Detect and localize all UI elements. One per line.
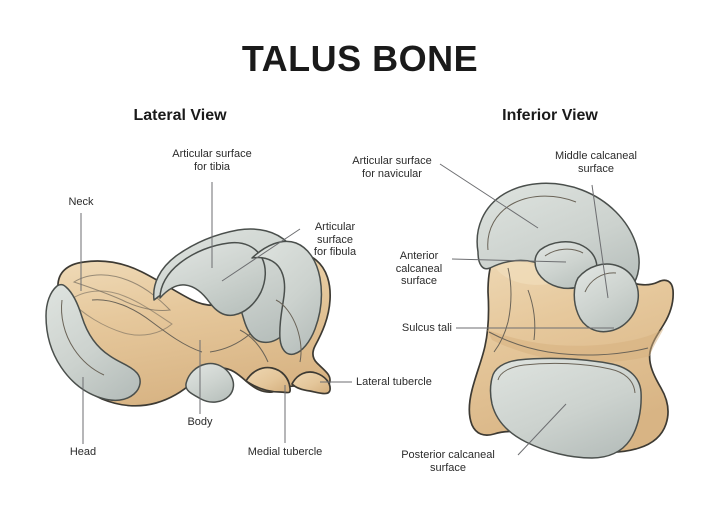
lateral-body-contour-2 — [209, 333, 251, 353]
callout-medial-tubercle: Medial tubercle — [247, 446, 323, 458]
leader-posterior-calcaneal-surface — [517, 403, 567, 456]
lateral-body-contour — [91, 299, 203, 353]
leader-lines-inferior — [439, 163, 614, 456]
callout-articular-surface-fibula: Articular surface for fibula — [313, 221, 357, 258]
lateral-view-bone-illustration — [45, 228, 331, 407]
middle-facet-highlight — [584, 272, 617, 293]
callout-posterior-calcaneal-surface: Posterior calcaneal surface — [401, 449, 495, 474]
lateral-lateral-tubercle — [291, 371, 331, 395]
posterior-facet-inner-line — [497, 362, 636, 394]
lateral-medial-tubercle — [245, 366, 291, 394]
lateral-body-shading-1 — [69, 290, 173, 336]
callout-sulcus-tali: Sulcus tali — [401, 322, 452, 334]
callout-head: Head — [69, 446, 97, 458]
head-cartilage-highlight — [61, 299, 105, 376]
leader-articular-surface-fibula — [221, 228, 301, 282]
view-label-lateral: Lateral View — [133, 107, 227, 124]
callout-middle-calcaneal-surface: Middle calcaneal surface — [555, 150, 637, 175]
callout-neck: Neck — [68, 196, 94, 208]
cartilage-trochlea-inner-facet — [159, 241, 266, 317]
callout-lateral-tubercle: Lateral tubercle — [356, 376, 432, 388]
cartilage-posterior-calcaneal-surface — [489, 357, 642, 459]
cartilage-head-surface — [45, 283, 141, 402]
callout-body: Body — [187, 416, 213, 428]
callout-articular-surface-tibia: Articular surface for tibia — [172, 148, 252, 173]
cartilage-posterior-facet-lateral — [185, 362, 235, 403]
inferior-view-bone-illustration — [468, 182, 674, 459]
leader-lines-lateral — [80, 182, 352, 444]
inferior-neck-contour — [493, 267, 512, 353]
leader-middle-calcaneal-surface — [591, 184, 609, 299]
anterior-facet-highlight — [544, 248, 584, 257]
cartilage-middle-calcaneal-surface — [573, 263, 640, 333]
leader-anterior-calcaneal-surface — [451, 258, 567, 263]
inferior-ridge-contour — [527, 289, 536, 341]
cartilage-articular-surface-fibula — [251, 240, 323, 356]
page-title: TALUS BONE — [241, 38, 479, 79]
navicular-surface-highlight — [487, 195, 577, 251]
inferior-sulcus-contour — [488, 331, 649, 356]
view-label-inferior: Inferior View — [502, 107, 598, 124]
callout-anterior-calcaneal-surface: Anterior calcaneal surface — [395, 250, 443, 287]
lateral-neck-groove — [275, 299, 302, 363]
lateral-body-shading-2 — [72, 274, 172, 311]
leader-articular-surface-navicular — [439, 163, 539, 229]
callout-articular-surface-navicular: Articular surface for navicular — [352, 155, 432, 180]
lateral-body-groove — [239, 329, 269, 363]
